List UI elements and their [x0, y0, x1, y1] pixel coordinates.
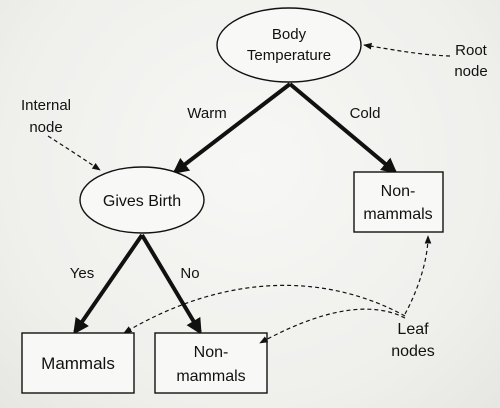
root-node-label-line2: Temperature [247, 47, 331, 64]
edge-cold [288, 82, 398, 175]
leaf-pointer-cold [404, 235, 432, 315]
edge-no [140, 233, 202, 335]
leaf-node-no [154, 332, 268, 394]
root-node-pointer [363, 42, 451, 57]
root-node-label-line1: Body [272, 26, 307, 43]
internal-node-annotation-line2: node [29, 119, 62, 136]
leaf-cold-label-line2: mammals [363, 206, 432, 223]
internal-node [79, 166, 205, 234]
edge-warm [172, 82, 292, 174]
root-node-annotation-line2: node [454, 63, 487, 80]
edge-yes-label: Yes [70, 265, 94, 282]
leaf-cold-label-line1: Non- [381, 183, 416, 200]
root-node [216, 7, 362, 83]
leaf-no-label-line1: Non- [194, 344, 229, 361]
leaf-no-label-line2: mammals [176, 368, 245, 385]
leaf-mammals-label: Mammals [41, 354, 115, 373]
leaf-node-mammals [21, 332, 135, 394]
leaf-nodes-annotation-line1: Leaf [397, 321, 429, 338]
edge-yes [73, 233, 144, 335]
leaf-pointer-mammals [123, 284, 406, 334]
leaf-nodes-annotation-line2: nodes [391, 343, 435, 360]
edge-no-label: No [180, 265, 199, 282]
leaf-pointer-no [259, 308, 406, 344]
edge-warm-label: Warm [187, 105, 226, 122]
root-node-annotation-line1: Root [455, 42, 488, 59]
edge-cold-label: Cold [350, 105, 381, 122]
internal-node-annotation-line1: Internal [21, 97, 71, 114]
leaf-node-cold [353, 171, 444, 233]
internal-node-pointer [47, 135, 101, 171]
internal-node-label: Gives Birth [103, 193, 181, 210]
